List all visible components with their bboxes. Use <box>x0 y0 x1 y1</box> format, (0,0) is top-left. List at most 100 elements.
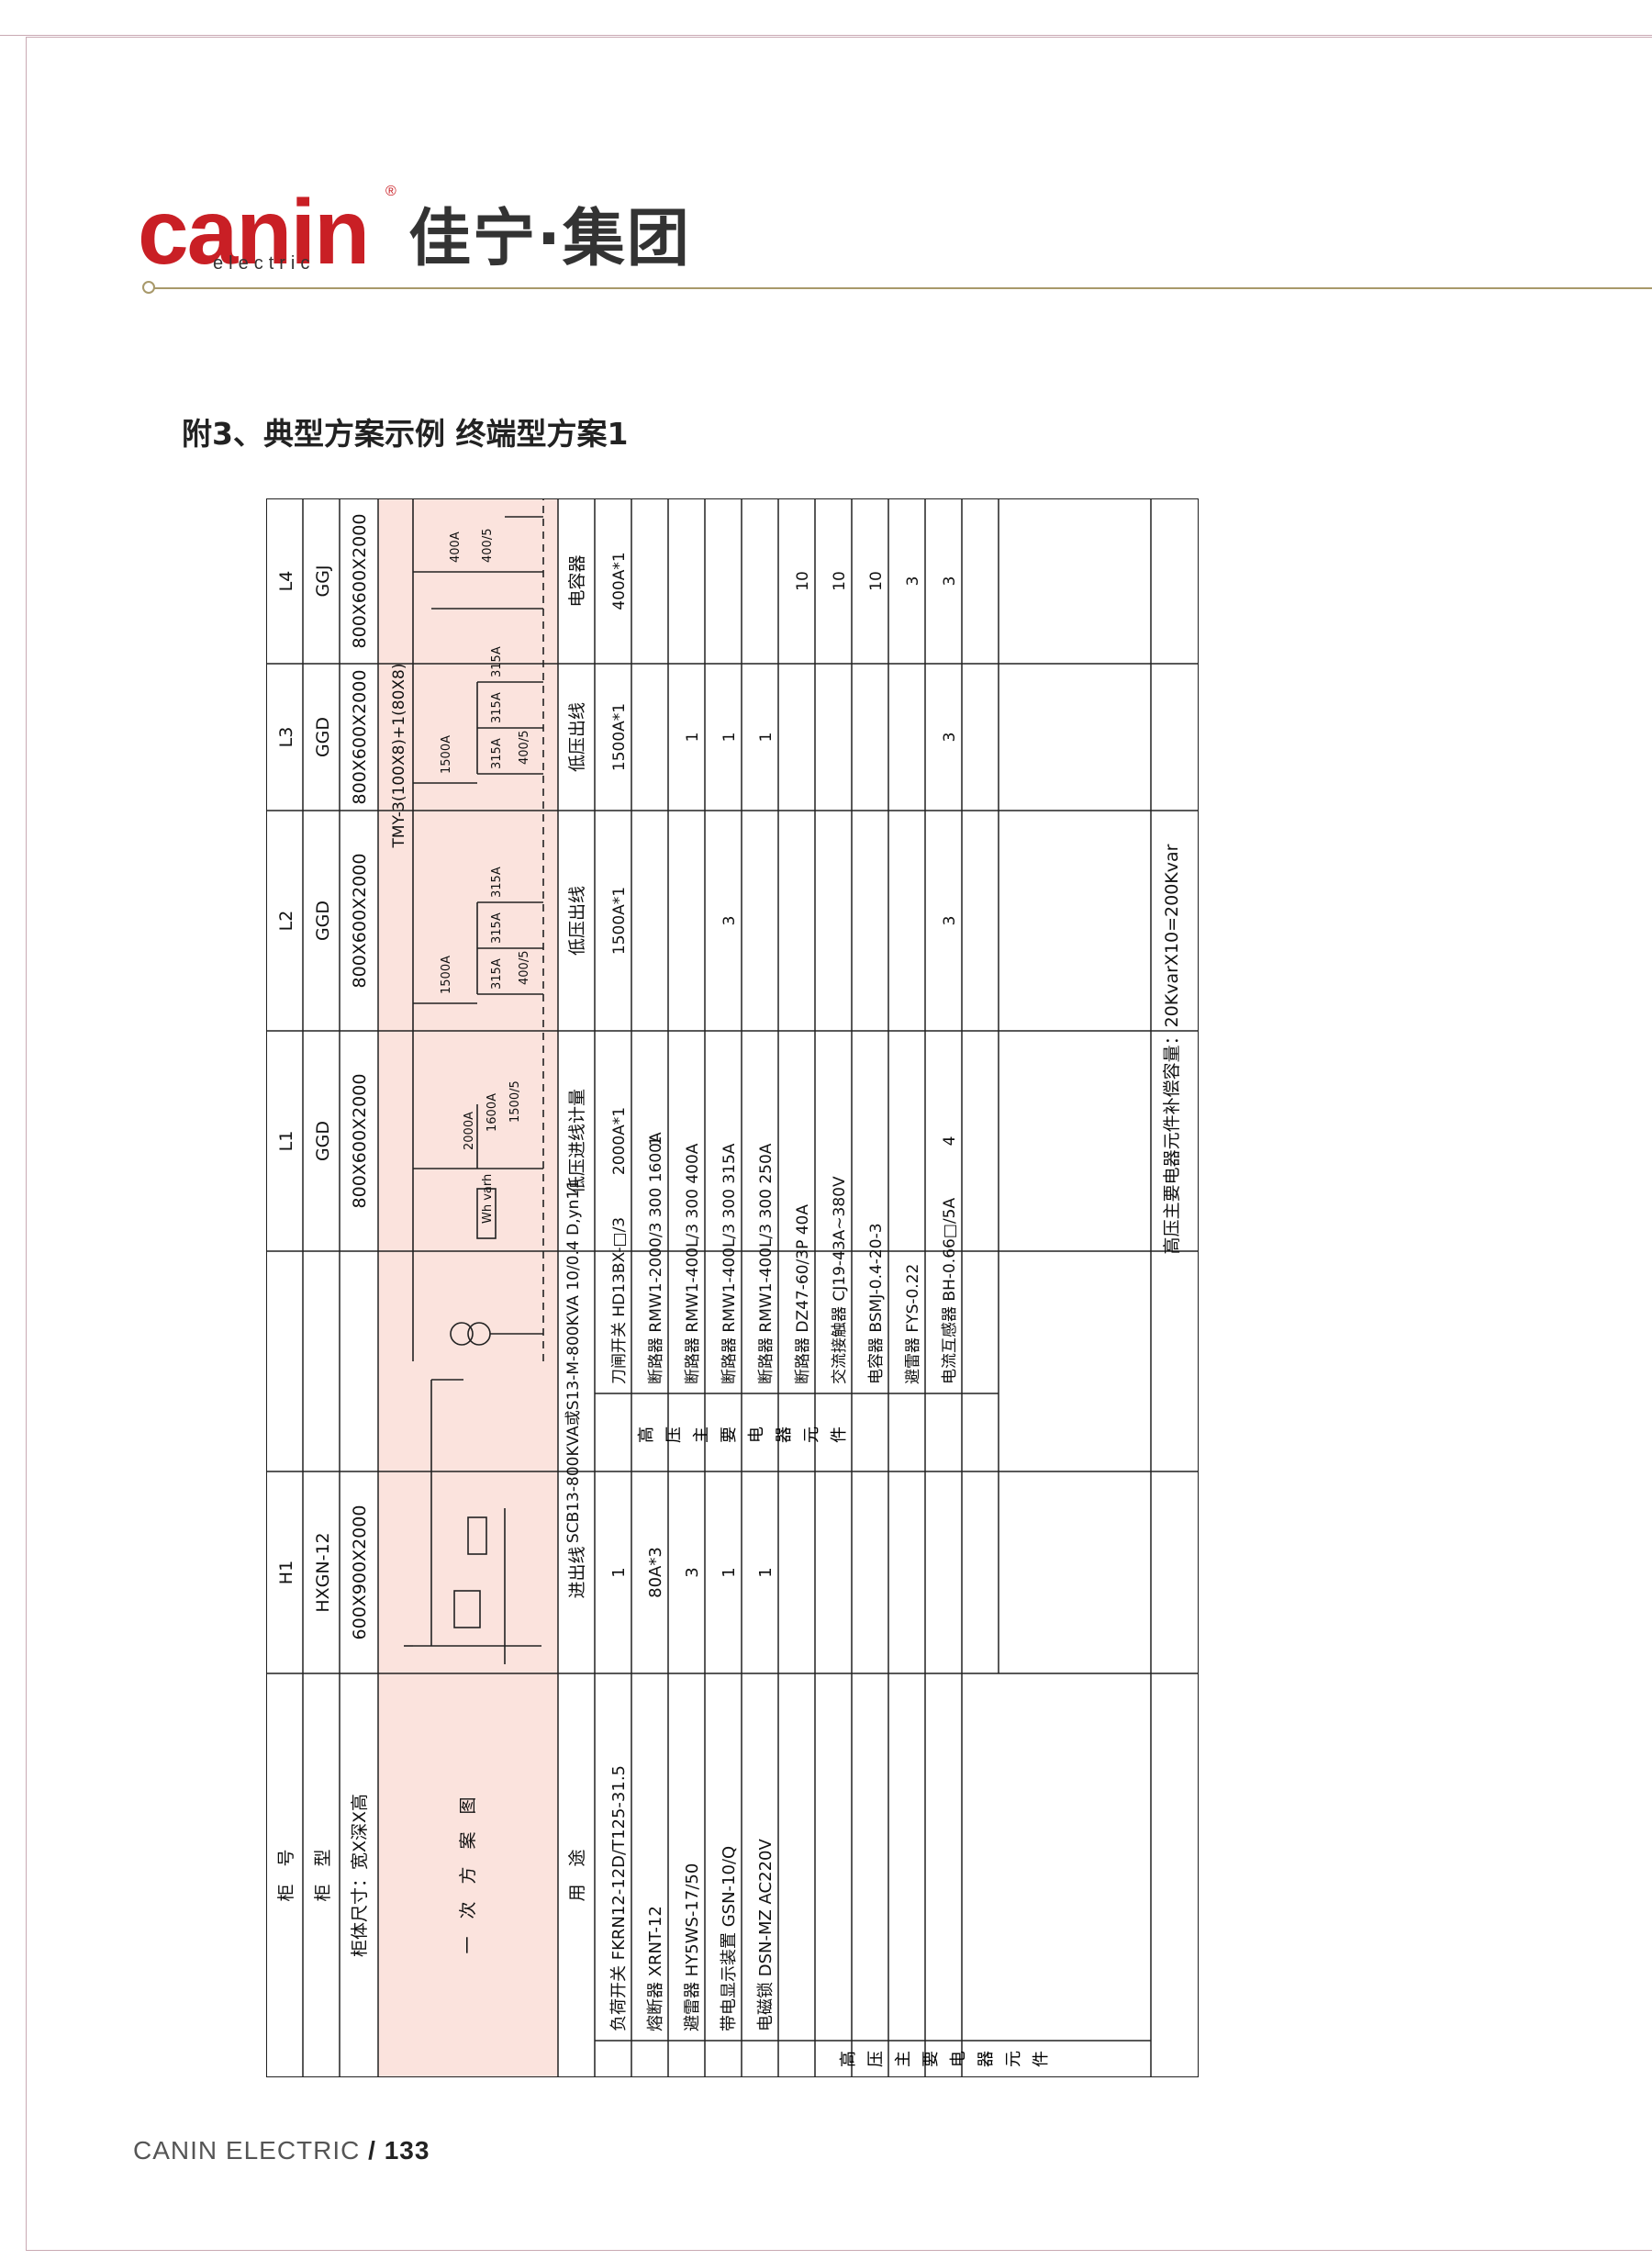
lv-item-qty-l3: 1500A*1 <box>610 703 629 771</box>
table-grid <box>266 498 1199 2078</box>
footer: CANIN ELECTRIC / 133 <box>133 2136 430 2165</box>
lv-item-name: 断路器 RMW1-2000/3 300 1600A <box>647 1132 665 1384</box>
lv-item-qty-l4: 10 <box>794 571 812 591</box>
hv-item-qty: 1 <box>609 1567 629 1577</box>
hv-group-label: 高压主要电器元件 <box>839 2051 1051 2067</box>
lv-group-label: 高压主要电器元件 <box>637 1426 849 1443</box>
lv-item-qty-l2: 3 <box>720 916 739 926</box>
l1-ct-ratio: 1500/5 <box>508 1080 522 1123</box>
lv-item-name: 断路器 RMW1-400L/3 300 315A <box>720 1143 739 1384</box>
lv-item-qty-l4: 3 <box>941 576 959 587</box>
header-rule-dot <box>142 281 155 294</box>
lv-item-qty-l2: 3 <box>941 916 959 926</box>
col-l4-usage: 电容器 <box>567 554 587 607</box>
group-label-char: 压 <box>664 1426 684 1443</box>
lv-item-qty-l3: 1 <box>757 733 776 743</box>
lv-item-name: 刀闸开关 HD13BX-□/3 <box>610 1217 629 1384</box>
lv-item-qty-l4: 10 <box>867 571 886 591</box>
col-l3-type: GGD <box>313 717 333 757</box>
l1-switch-rating: 2000A <box>463 1112 476 1150</box>
col-l1-size: 800X600X2000 <box>350 1074 370 1209</box>
col-h1-usage: 进出线 <box>567 1546 587 1598</box>
lv-item-qty-l1: 2000A*1 <box>610 1107 629 1175</box>
lv-item-name: 断路器 RMW1-400L/3 300 250A <box>757 1143 776 1384</box>
col-l4-size: 800X600X2000 <box>350 514 370 649</box>
lv-item-qty-l2: 1500A*1 <box>610 887 629 955</box>
group-label-char: 主 <box>894 2051 913 2067</box>
registered-mark: ® <box>385 184 396 199</box>
compensation-note: 高压主要电器元件补偿容量：20KvarX10=200Kvar <box>1162 844 1182 1254</box>
l3-feeder-3: 315A <box>490 646 504 677</box>
lv-item-name: 断路器 RMW1-400L/3 300 400A <box>684 1143 702 1384</box>
lv-item-qty-l1: 1 <box>647 1136 665 1147</box>
col-l1-type: GGD <box>313 1121 333 1161</box>
logo-chinese-name: 佳宁·集团 <box>408 203 691 275</box>
footer-brand: CANIN ELECTRIC <box>133 2136 361 2165</box>
header-rule <box>154 287 1652 289</box>
label-cabinet-type: 柜 型 <box>313 1849 333 1901</box>
col-l1-usage: 低压进线计量 <box>567 1089 587 1193</box>
label-usage: 用 途 <box>567 1849 587 1901</box>
page-title: 附3、典型方案示例 终端型方案1 <box>182 416 629 452</box>
hv-item-name: 熔断器 XRNT-12 <box>646 1906 665 2031</box>
l2-feeder-3: 315A <box>490 867 504 898</box>
transformer-usage: SCB13-800KVA或S13-M-800KVA 10/0.4 D,yn11 <box>564 1180 583 1543</box>
group-label-char: 器 <box>775 1426 794 1443</box>
page-number: / 133 <box>368 2136 430 2165</box>
col-l4-type: GGJ <box>313 565 333 597</box>
col-l2-usage: 低压出线 <box>567 886 587 956</box>
hv-item-qty: 1 <box>756 1567 776 1577</box>
meter-label: Wh varh <box>481 1174 495 1224</box>
lv-item-name: 交流接触器 CJ19-43A~380V <box>831 1176 849 1384</box>
col-l3-no: L3 <box>276 727 296 748</box>
label-dimensions: 柜体尺寸：宽X深X高 <box>350 1794 370 1957</box>
lv-item-name: 电流互感器 BH-0.66□/5A <box>941 1198 959 1384</box>
col-l4-no: L4 <box>276 571 296 592</box>
col-l1-no: L1 <box>276 1131 296 1152</box>
l4-ct-ratio: 400/5 <box>481 529 495 563</box>
l3-ct-ratio: 400/5 <box>518 731 531 765</box>
col-h1-size: 600X900X2000 <box>350 1505 370 1640</box>
group-label-char: 电 <box>747 1426 766 1443</box>
logo-wordmark: canin <box>138 181 370 284</box>
schematic-diagram <box>404 498 544 1664</box>
col-l2-size: 800X600X2000 <box>350 854 370 989</box>
l1-breaker-rating: 1600A <box>486 1093 499 1132</box>
l2-feeder-1: 315A <box>490 958 504 990</box>
l4-switch-rating: 400A <box>449 531 463 563</box>
lv-item-qty-l4: 3 <box>904 576 922 587</box>
hv-item-qty: 1 <box>720 1567 739 1577</box>
l2-switch-rating: 1500A <box>440 956 453 994</box>
hv-item-name: 负荷开关 FKRN12-12D/T125-31.5 <box>609 1765 629 2031</box>
hv-item-name: 带电显示装置 GSN-10/Q <box>720 1846 739 2031</box>
scheme-table: 柜 号 柜 型 柜体尺寸：宽X深X高 一 次 方 案 图 用 途 H1 HXGN… <box>265 498 1200 2078</box>
crop-mark-top <box>0 0 1652 36</box>
lv-item-qty-l3: 3 <box>941 733 959 743</box>
col-h1-no: H1 <box>276 1561 296 1584</box>
l2-feeder-2: 315A <box>490 912 504 944</box>
group-label-char: 电 <box>949 2051 968 2067</box>
group-label-char: 元 <box>802 1426 821 1443</box>
col-l2-no: L2 <box>276 911 296 932</box>
label-cabinet-no: 柜 号 <box>276 1849 296 1901</box>
group-label-char: 高 <box>839 2051 858 2067</box>
group-label-char: 器 <box>977 2051 996 2067</box>
lv-item-qty-l4: 10 <box>831 571 849 591</box>
page-frame <box>26 37 1652 2251</box>
group-label-char: 要 <box>921 2051 941 2067</box>
group-label-char: 压 <box>866 2051 886 2067</box>
label-scheme: 一 次 方 案 图 <box>458 1796 478 1953</box>
col-l3-size: 800X600X2000 <box>350 670 370 805</box>
group-label-char: 件 <box>1032 2051 1051 2067</box>
group-label-char: 高 <box>637 1426 656 1443</box>
group-label-char: 元 <box>1004 2051 1023 2067</box>
col-l2-type: GGD <box>313 901 333 941</box>
lv-item-name: 断路器 DZ47-60/3P 40A <box>794 1204 812 1384</box>
l3-switch-rating: 1500A <box>440 735 453 774</box>
l3-feeder-2: 315A <box>490 692 504 723</box>
busbar-spec: TMY-3(100X8)+1(80X8) <box>390 664 408 849</box>
group-label-char: 要 <box>720 1426 739 1443</box>
lv-item-name: 避雷器 FYS-0.22 <box>904 1264 922 1384</box>
schematic-background <box>378 498 558 2077</box>
l2-ct-ratio: 400/5 <box>518 951 531 985</box>
